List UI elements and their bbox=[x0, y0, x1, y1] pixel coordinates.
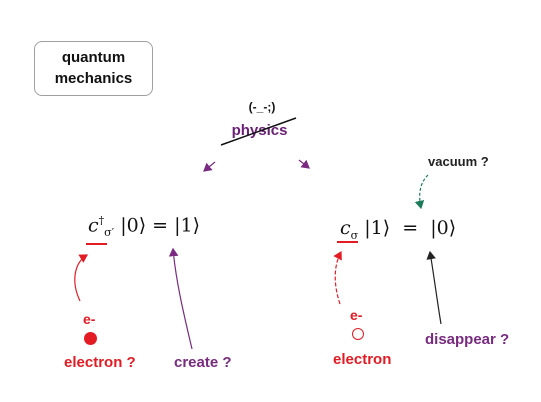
creation-equals: = bbox=[152, 214, 169, 237]
electron-symbol-right: e- bbox=[350, 307, 363, 323]
electron-arrow-left bbox=[74, 254, 89, 302]
creation-rhs-ket: |1⟩ bbox=[174, 214, 201, 237]
branch-arrow-left bbox=[203, 161, 216, 172]
strike-through-line bbox=[220, 117, 297, 146]
topic-line-2: mechanics bbox=[54, 70, 133, 87]
annihilation-equation: cσ |1⟩ = |0⟩ bbox=[340, 217, 456, 242]
annihilation-equals: = bbox=[402, 217, 419, 239]
dagger-symbol: † bbox=[98, 214, 105, 227]
creation-operator: c bbox=[88, 214, 99, 237]
annihilation-rhs-ket: |0⟩ bbox=[430, 217, 457, 239]
empty-electron-dot bbox=[352, 328, 364, 340]
vacuum-arrow bbox=[414, 174, 429, 210]
create-label: create ? bbox=[174, 354, 232, 371]
annihilation-lhs-ket: |1⟩ bbox=[364, 217, 391, 239]
electron-question-label: electron ? bbox=[64, 354, 136, 371]
create-arrow bbox=[168, 247, 193, 350]
annihilation-operator: c bbox=[340, 217, 351, 239]
electron-symbol-left: e- bbox=[83, 311, 96, 327]
topic-line-1: quantum bbox=[61, 49, 126, 66]
branch-arrow-right bbox=[298, 159, 310, 169]
disappear-arrow bbox=[426, 250, 442, 325]
electron-arrow-right bbox=[333, 250, 342, 305]
electron-label: electron bbox=[333, 351, 392, 368]
annihilation-spin-index: σ bbox=[350, 228, 359, 242]
disappear-label: disappear ? bbox=[425, 331, 510, 348]
creation-equation: c†σ′ |0⟩ = |1⟩ bbox=[88, 214, 200, 239]
filled-electron-dot bbox=[84, 332, 97, 345]
vacuum-label: vacuum ? bbox=[428, 154, 489, 169]
creation-spin-index: σ′ bbox=[104, 226, 115, 240]
emoticon: (-_-;) bbox=[248, 100, 276, 114]
topic-box: quantum mechanics bbox=[34, 41, 153, 96]
creation-lhs-ket: |0⟩ bbox=[120, 214, 147, 237]
